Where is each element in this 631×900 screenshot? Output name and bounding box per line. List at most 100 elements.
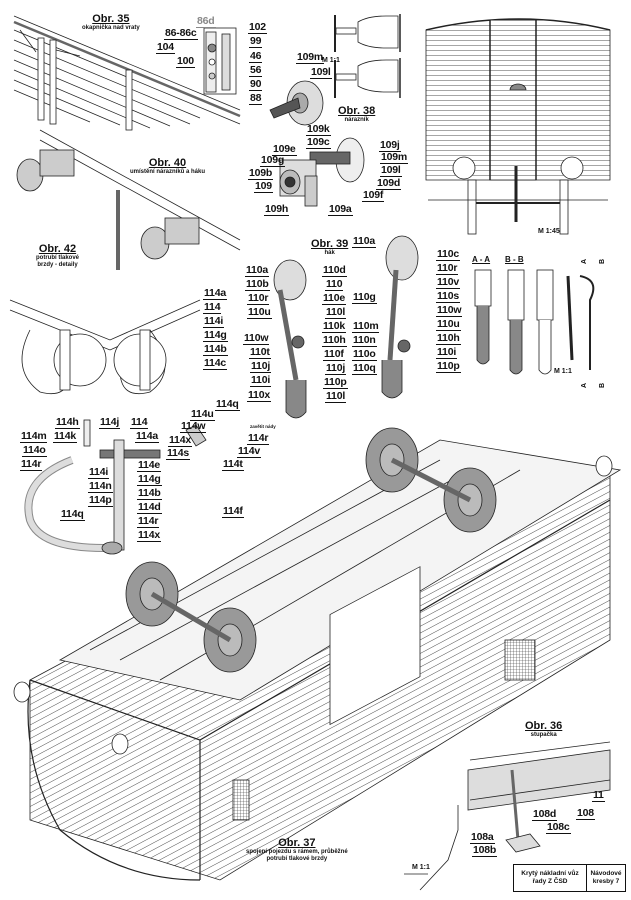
obr36-drawing	[404, 741, 611, 891]
label-109b: 109b	[248, 167, 274, 180]
label-110v: 110v	[436, 276, 460, 289]
label-109m: 109m	[296, 51, 325, 64]
end-view-scale: M 1:45	[538, 228, 560, 235]
label-110q: 110q	[352, 362, 377, 375]
label-114d: 114d	[137, 501, 162, 514]
label-110a-b: 110a	[352, 235, 376, 248]
label-114n: 114n	[88, 480, 113, 493]
obr40-title: Obr. 40	[148, 157, 187, 169]
label-114x-b: 114x	[168, 434, 192, 447]
section-mark-b-top: B	[599, 258, 607, 265]
label-109j: 109j	[379, 139, 401, 152]
obr42-drawing	[9, 299, 201, 395]
label-110h-b: 110h	[436, 332, 461, 345]
label-110a: 110a	[245, 264, 269, 277]
label-110h: 110h	[322, 334, 347, 347]
label-110s: 110s	[436, 290, 460, 303]
title-block-description: Krytý nákladní vůz řady Z ČSD	[514, 865, 587, 891]
section-mark-a-top: A	[581, 258, 589, 265]
obr35-subtitle: okapnička nad vraty	[82, 25, 140, 31]
label-110d: 110d	[322, 264, 347, 277]
title-block-series: Návodové kresby 7	[590, 870, 622, 885]
label-114r-c: 114r	[247, 432, 270, 445]
label-109m-b: 109m	[380, 151, 409, 164]
sections-scale: M 1:1	[554, 368, 572, 375]
label-11: 11	[592, 789, 605, 802]
label-110r: 110r	[247, 292, 270, 305]
label-110i: 110i	[250, 374, 272, 387]
label-110r-b: 110r	[436, 262, 459, 275]
label-108a: 108a	[470, 831, 495, 844]
label-108: 108	[576, 807, 595, 820]
label-114c: 114c	[203, 357, 227, 370]
label-114g-b: 114g	[137, 473, 162, 486]
coupling-note: zavětit nády	[250, 424, 276, 429]
label-114b-b: 114b	[137, 487, 162, 500]
label-108b: 108b	[472, 844, 498, 857]
label-110t: 110t	[249, 346, 271, 359]
label-114f: 114f	[222, 505, 244, 518]
obr39-title-block: Obr. 39 hák	[311, 238, 348, 257]
label-110x: 110x	[247, 389, 271, 402]
label-109f: 109f	[362, 189, 385, 202]
label-109d: 109d	[376, 177, 402, 190]
label-114a-b: 114a	[135, 430, 159, 443]
obr37-subtitle-1: spojení pojezdu s rámem, průběžné	[246, 849, 348, 855]
label-46: 46	[249, 50, 263, 63]
obr39-title: Obr. 39	[311, 238, 349, 250]
section-bb-label: B - B	[505, 255, 524, 264]
obr39-subtitle: hák	[324, 250, 335, 256]
label-86d: 86d	[196, 15, 216, 28]
label-114m: 114m	[20, 430, 48, 443]
obr40-subtitle: umístění nárazníků a háku	[130, 169, 206, 175]
obr37-subtitle-2: potrubí tlakové brzdy	[266, 856, 328, 862]
obr40-title-block: Obr. 40 umístění nárazníků a háku	[130, 157, 205, 176]
label-56: 56	[249, 64, 263, 77]
obr36-title: Obr. 36	[525, 720, 563, 732]
obr38-drawing	[269, 14, 401, 207]
label-114q: 114q	[60, 508, 85, 521]
obr36-title-block: Obr. 36 stupačka	[525, 720, 562, 739]
obr37-title: Obr. 37	[278, 837, 316, 849]
label-114e: 114e	[137, 459, 161, 472]
label-109l: 109l	[310, 66, 332, 79]
label-110p-b: 110p	[436, 360, 461, 373]
label-110c: 110c	[436, 248, 460, 261]
label-110j: 110j	[250, 360, 272, 373]
label-110k: 110k	[322, 320, 346, 333]
label-104: 104	[156, 41, 175, 54]
label-110m: 110m	[352, 320, 380, 333]
obr35-title-block: Obr. 35 okapnička nad vraty	[82, 13, 140, 32]
obr38-title: Obr. 38	[338, 105, 376, 117]
label-114i-b: 114i	[88, 466, 110, 479]
obr42-title-block: Obr. 42 potrubí tlakové brzdy - detaily	[36, 243, 79, 269]
label-109: 109	[254, 180, 273, 193]
label-114w: 114w	[180, 420, 207, 433]
obr36-subtitle: stupačka	[530, 732, 557, 738]
label-110w-b: 110w	[436, 304, 463, 317]
label-109l-b: 109l	[380, 164, 402, 177]
label-100: 100	[176, 55, 195, 68]
brake-hose-drawing	[24, 419, 207, 555]
obr38-title-block: Obr. 38 nárazník	[338, 105, 375, 124]
label-114i: 114i	[203, 315, 225, 328]
label-114u: 114u	[190, 408, 215, 421]
label-110u-b: 110u	[436, 318, 461, 331]
label-114t: 114t	[222, 458, 244, 471]
obr40-drawing	[16, 129, 241, 270]
label-110l-b: 110l	[325, 390, 347, 403]
label-110o: 110o	[352, 348, 377, 361]
label-114q-b: 114q	[215, 398, 240, 411]
label-114o: 114o	[22, 444, 47, 457]
label-114v: 114v	[237, 445, 261, 458]
label-114j: 114j	[99, 416, 121, 429]
label-88: 88	[249, 92, 263, 105]
label-114p: 114p	[88, 494, 113, 507]
label-109g: 109g	[260, 154, 286, 167]
label-114h: 114h	[55, 416, 80, 429]
label-114g: 114g	[203, 329, 228, 342]
label-114k: 114k	[53, 430, 77, 443]
label-114a: 114a	[203, 287, 227, 300]
label-108d: 108d	[532, 808, 558, 821]
